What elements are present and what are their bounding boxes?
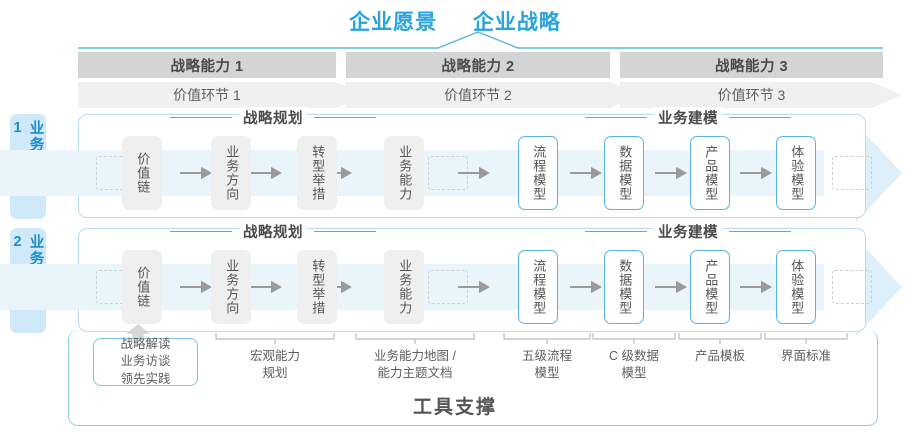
support-title: 工具支撑 [412, 397, 497, 418]
arrow-icon [570, 167, 603, 179]
ghost-slot [832, 270, 872, 304]
arrow-icon [250, 281, 283, 293]
tool-label-strategy-interpretation[interactable]: 战略解读 业务访谈 领先实践 [93, 337, 198, 386]
bracket-icon [678, 333, 762, 344]
bracket-icon [503, 333, 591, 344]
bracket-icon [764, 333, 848, 344]
tool-label-product-template: 产品模板 [694, 349, 745, 363]
arrow-icon [655, 281, 688, 293]
group-header-planning-2: 战略规划 [170, 221, 376, 242]
group-header-modeling-1: 业务建模 [585, 107, 791, 128]
rule-left [170, 117, 232, 118]
tool-label-capability-map: 业务能力地图 / 能力主题文档 [374, 349, 456, 380]
capability-bar-3[interactable]: 战略能力 3 [620, 52, 883, 78]
arrow-icon [570, 281, 603, 293]
tool-label-five-level-process: 五级流程 模型 [521, 349, 572, 380]
caret-connector-line [78, 31, 883, 49]
node-business-direction[interactable]: 业务方向 [211, 250, 251, 324]
bracket-icon [355, 333, 475, 344]
node-business-capability[interactable]: 业务能力 [384, 136, 424, 210]
arrow-icon [655, 167, 688, 179]
arrow-icon [740, 167, 773, 179]
tool-label-c-level-data: C 级数据 模型 [608, 349, 659, 380]
node-data-model[interactable]: 数据模型 [604, 136, 644, 210]
title-vision: 企业愿景 [349, 11, 438, 34]
rule-right [729, 231, 791, 232]
node-product-model[interactable]: 产品模型 [690, 250, 730, 324]
capability-bar-1[interactable]: 战略能力 1 [78, 52, 336, 78]
tool-label-ui-standard: 界面标准 [780, 349, 831, 363]
ghost-slot [832, 156, 872, 190]
bracket-icon [592, 333, 676, 344]
rule-left [585, 117, 647, 118]
arrow-icon [740, 281, 773, 293]
group-label: 业务建模 [654, 107, 722, 128]
node-experience-model[interactable]: 体验模型 [776, 250, 816, 324]
value-chain-chevron-bar [78, 82, 902, 108]
capability-bar-2[interactable]: 战略能力 2 [346, 52, 610, 78]
rule-right [314, 117, 376, 118]
value-segment-3[interactable]: 价值环节 3 [717, 87, 786, 103]
node-process-model[interactable]: 流程模型 [518, 250, 558, 324]
group-label: 业务建模 [654, 221, 722, 242]
node-business-capability[interactable]: 业务能力 [384, 250, 424, 324]
group-header-modeling-2: 业务建模 [585, 221, 791, 242]
tool-label-macro-capability: 宏观能力 规划 [249, 349, 300, 380]
rule-right [314, 231, 376, 232]
rule-left [170, 231, 232, 232]
title-strategy: 企业战略 [472, 11, 561, 34]
node-value-chain[interactable]: 价值链 [122, 250, 162, 324]
group-label: 战略规划 [239, 107, 307, 128]
value-segment-2[interactable]: 价值环节 2 [444, 87, 512, 103]
node-business-direction[interactable]: 业务方向 [211, 136, 251, 210]
page-title: 企业愿景 企业战略 [0, 6, 910, 36]
arrow-icon [250, 167, 283, 179]
node-experience-model[interactable]: 体验模型 [776, 136, 816, 210]
node-value-chain[interactable]: 价值链 [122, 136, 162, 210]
group-label: 战略规划 [239, 221, 307, 242]
support-container [68, 330, 878, 426]
group-header-planning-1: 战略规划 [170, 107, 376, 128]
arrow-icon [180, 281, 213, 293]
arrow-icon [180, 167, 213, 179]
node-transform-action[interactable]: 转型举措 [297, 136, 337, 210]
value-segment-1[interactable]: 价值环节 1 [173, 87, 241, 103]
node-data-model[interactable]: 数据模型 [604, 250, 644, 324]
bracket-icon [215, 333, 335, 344]
node-transform-action[interactable]: 转型举措 [297, 250, 337, 324]
node-process-model[interactable]: 流程模型 [518, 136, 558, 210]
rule-left [585, 231, 647, 232]
arrow-icon [458, 167, 491, 179]
node-product-model[interactable]: 产品模型 [690, 136, 730, 210]
rule-right [729, 117, 791, 118]
arrow-icon [458, 281, 491, 293]
